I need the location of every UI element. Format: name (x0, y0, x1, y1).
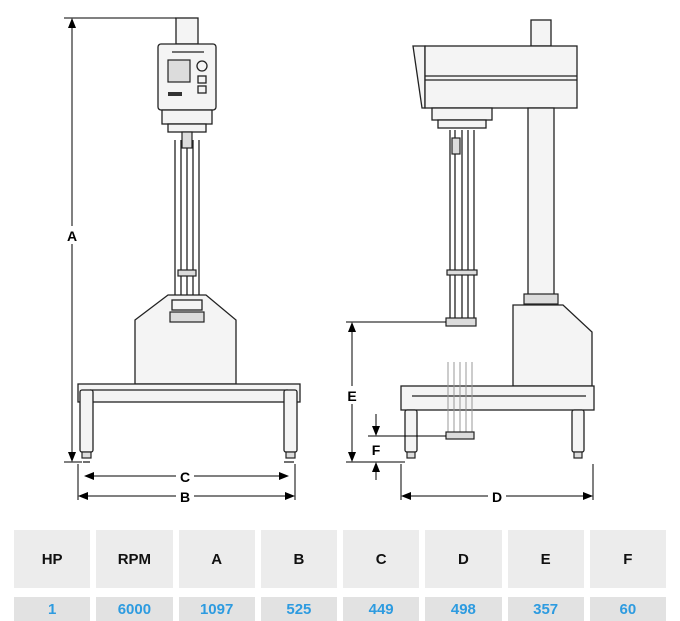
spec-value-e: 357 (507, 597, 584, 621)
spec-value-f: 60 (589, 597, 666, 621)
side-collar-lower (437, 119, 487, 129)
spec-header-row: HP RPM A B C D E F (14, 530, 666, 588)
spec-value-hp: 1 (14, 597, 91, 621)
side-column-clamp (523, 293, 559, 305)
spec-value-c: 449 (343, 597, 420, 621)
side-view: E F D (342, 19, 595, 505)
spec-header-a: A (178, 530, 255, 588)
side-motor-housing (424, 45, 578, 109)
front-top-cap (175, 17, 199, 45)
control-button-2 (197, 85, 207, 94)
display-screen (167, 59, 191, 83)
front-view: A C B (62, 17, 301, 505)
spec-header-e: E (507, 530, 584, 588)
dim-label-f: F (372, 442, 381, 458)
dim-label-b: B (180, 489, 190, 505)
front-collar-lower (167, 123, 207, 133)
front-leg-left (79, 389, 94, 453)
dim-label-e: E (347, 388, 356, 404)
spec-header-c: C (343, 530, 420, 588)
side-nose (412, 45, 426, 109)
front-coupling (181, 131, 193, 149)
side-lowered-blade (445, 431, 475, 440)
control-knob (196, 60, 208, 72)
mixer-dimension-drawing: A C B (62, 17, 595, 505)
side-pedestal (512, 304, 593, 387)
spec-table: HP RPM A B C D E F 1 6000 1097 525 449 4… (8, 530, 672, 621)
front-dispersion-blade (169, 311, 205, 323)
side-collar (431, 107, 493, 121)
side-top-cap (530, 19, 552, 47)
spec-header-f: F (589, 530, 666, 588)
spec-value-row: 1 6000 1097 525 449 498 357 60 (14, 597, 666, 621)
side-base-table (400, 385, 595, 411)
side-dispersion-blade (445, 317, 477, 327)
spec-header-d: D (425, 530, 502, 588)
front-mixing-head (171, 299, 203, 311)
side-column (527, 107, 555, 307)
front-base-table (77, 383, 301, 403)
front-leg-right (283, 389, 298, 453)
spec-header-b: B (260, 530, 337, 588)
control-button-1 (197, 75, 207, 84)
spec-value-d: 498 (425, 597, 502, 621)
dim-label-d: D (492, 489, 502, 505)
spec-header-rpm: RPM (96, 530, 173, 588)
dim-label-a: A (67, 228, 77, 244)
brand-logo (168, 92, 182, 96)
spec-value-rpm: 6000 (96, 597, 173, 621)
front-collar (161, 109, 213, 125)
spec-header-hp: HP (14, 530, 91, 588)
spec-value-b: 525 (260, 597, 337, 621)
side-leg-left (404, 409, 418, 453)
dim-label-c: C (180, 469, 190, 485)
spec-value-a: 1097 (178, 597, 255, 621)
side-leg-right (571, 409, 585, 453)
